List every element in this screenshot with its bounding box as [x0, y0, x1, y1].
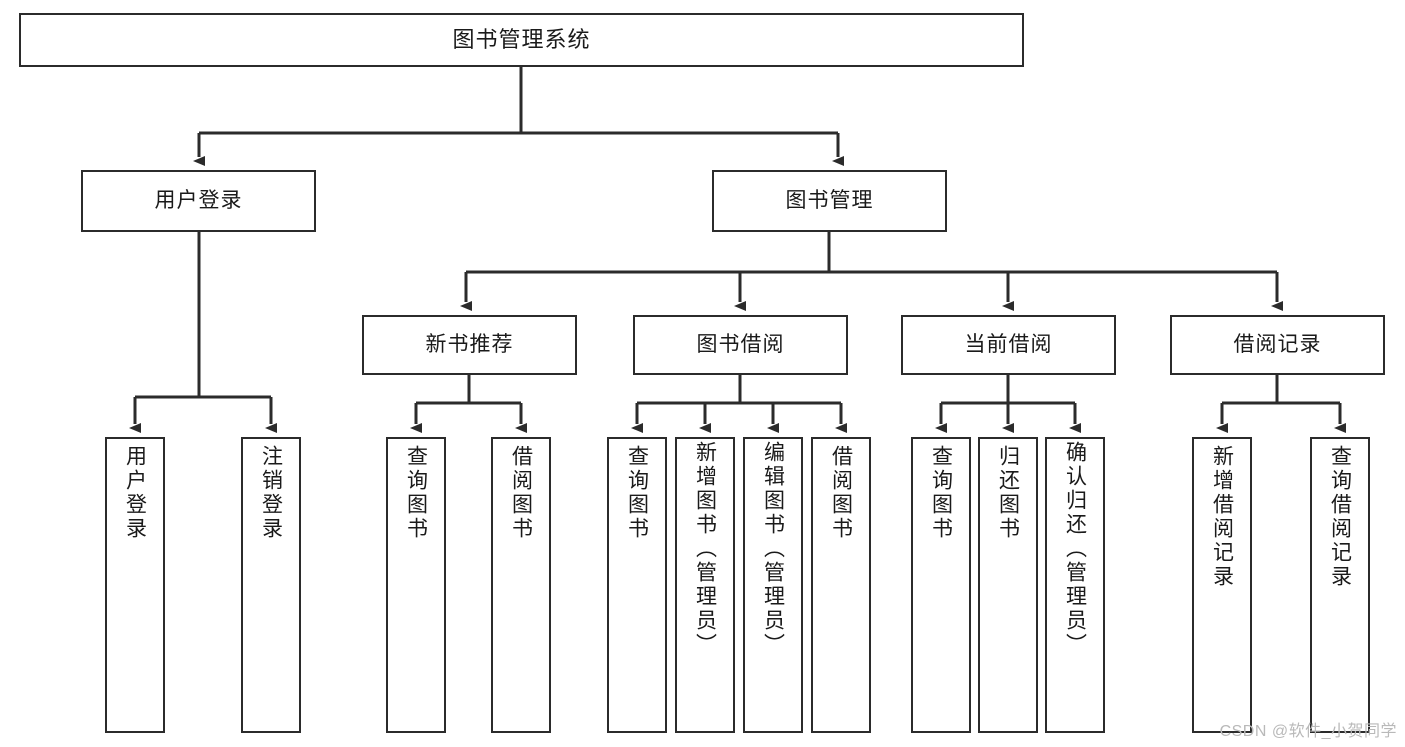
node-user-login[interactable]: 用户登录	[81, 170, 316, 232]
node-book-management-label: 图书管理	[785, 189, 874, 213]
leaf-add-borrow-record[interactable]: 新增借阅记录	[1192, 437, 1252, 733]
leaf-add-borrow-record-label: 新增借阅记录	[1210, 445, 1234, 589]
node-new-book-recommend[interactable]: 新书推荐	[362, 315, 577, 375]
leaf-edit-book-admin[interactable]: 编辑图书（管理员）	[743, 437, 803, 733]
leaf-return-book-label: 归还图书	[996, 445, 1020, 541]
node-book-borrow[interactable]: 图书借阅	[633, 315, 848, 375]
node-new-book-recommend-label: 新书推荐	[425, 333, 514, 357]
leaf-current-query-book-label: 查询图书	[929, 445, 953, 541]
leaf-borrow-book-label: 借阅图书	[829, 445, 853, 541]
node-borrow-record[interactable]: 借阅记录	[1170, 315, 1385, 375]
leaf-user-login-label: 用户登录	[123, 445, 147, 541]
leaf-query-borrow-record[interactable]: 查询借阅记录	[1310, 437, 1370, 733]
leaf-add-book-admin-label: 新增图书（管理员）	[693, 441, 717, 657]
node-book-borrow-label: 图书借阅	[696, 333, 785, 357]
leaf-user-login[interactable]: 用户登录	[105, 437, 165, 733]
leaf-user-logout-label: 注销登录	[259, 445, 283, 541]
node-current-borrow-label: 当前借阅	[964, 333, 1053, 357]
leaf-borrow-book[interactable]: 借阅图书	[811, 437, 871, 733]
leaf-return-book[interactable]: 归还图书	[978, 437, 1038, 733]
leaf-new-book-query-label: 查询图书	[404, 445, 428, 541]
leaf-query-borrow-record-label: 查询借阅记录	[1328, 445, 1352, 589]
node-root-label: 图书管理系统	[452, 26, 591, 52]
node-borrow-record-label: 借阅记录	[1233, 333, 1322, 357]
leaf-new-book-borrow-label: 借阅图书	[509, 445, 533, 541]
leaf-confirm-return-admin[interactable]: 确认归还（管理员）	[1045, 437, 1105, 733]
node-current-borrow[interactable]: 当前借阅	[901, 315, 1116, 375]
leaf-edit-book-admin-label: 编辑图书（管理员）	[761, 441, 785, 657]
node-root[interactable]: 图书管理系统	[19, 13, 1024, 67]
node-book-management[interactable]: 图书管理	[712, 170, 947, 232]
leaf-borrow-query-book[interactable]: 查询图书	[607, 437, 667, 733]
watermark: CSDN @软件_小贺同学	[1219, 723, 1397, 740]
leaf-add-book-admin[interactable]: 新增图书（管理员）	[675, 437, 735, 733]
leaf-new-book-query[interactable]: 查询图书	[386, 437, 446, 733]
leaf-new-book-borrow[interactable]: 借阅图书	[491, 437, 551, 733]
leaf-borrow-query-book-label: 查询图书	[625, 445, 649, 541]
leaf-confirm-return-admin-label: 确认归还（管理员）	[1063, 441, 1087, 657]
leaf-user-logout[interactable]: 注销登录	[241, 437, 301, 733]
leaf-current-query-book[interactable]: 查询图书	[911, 437, 971, 733]
node-user-login-label: 用户登录	[154, 189, 243, 213]
